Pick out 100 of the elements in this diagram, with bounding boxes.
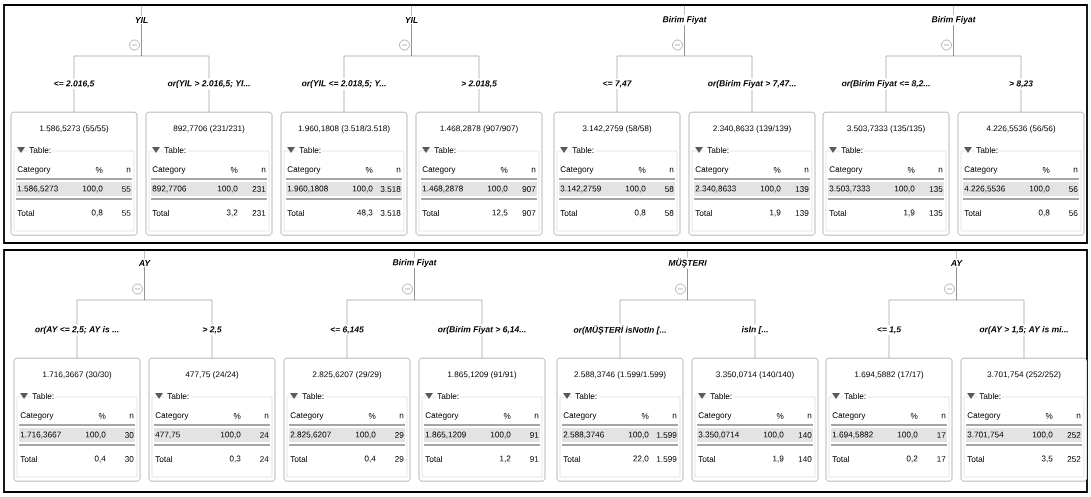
row-value: Total — [20, 456, 37, 462]
edge-label: isIn [... — [740, 324, 770, 336]
node-summary: 1.694,5882 (17/17) — [855, 371, 924, 379]
row-value: 58 — [665, 186, 674, 192]
row-value: 1.960,1808 — [287, 185, 328, 193]
row-value: 22,0 — [633, 455, 649, 463]
row-value: 55 — [122, 186, 131, 192]
column-header: n — [264, 413, 269, 419]
leaf-box — [556, 358, 684, 482]
column-header: % — [365, 167, 373, 173]
row-value: 477,75 — [155, 431, 180, 439]
leaf-box — [553, 112, 681, 236]
column-header: Category — [967, 412, 1001, 420]
row-value: 100,0 — [625, 185, 646, 193]
edge-label: > 2,5 — [200, 324, 224, 336]
row-value: 100,0 — [490, 431, 511, 439]
column-header: % — [776, 413, 784, 419]
column-header: Category — [964, 166, 998, 174]
branch-line — [687, 268, 756, 359]
row-value: 3.701,754 — [967, 431, 1004, 439]
leaf-box — [148, 358, 276, 482]
row-value: 100,0 — [487, 185, 508, 193]
row-value: 0,2 — [906, 455, 918, 463]
row-value: 3.350,0714 — [698, 431, 739, 439]
edge-label: <= 1,5 — [875, 324, 903, 336]
row-value: 1.694,5882 — [832, 431, 873, 439]
split-label: Birim Fiyat — [392, 259, 437, 267]
column-header: n — [1073, 167, 1078, 173]
table-caption: Table: — [571, 146, 596, 154]
table-caption: Table: — [975, 146, 1000, 154]
row-value: 17 — [937, 432, 946, 438]
row-value: Total — [425, 456, 442, 462]
column-header: Category — [698, 412, 732, 420]
row-value: 2.340,8633 — [695, 185, 736, 193]
row-value: 29 — [395, 432, 404, 438]
column-header: % — [95, 167, 103, 173]
leaf-box — [418, 358, 546, 482]
branch-line — [414, 267, 483, 359]
row-value: 1.468,2878 — [422, 185, 463, 193]
row-value: 135 — [929, 186, 943, 192]
row-value: 17 — [937, 456, 946, 462]
row-value: 907 — [522, 210, 536, 216]
column-header: % — [773, 167, 781, 173]
row-value: 1.586,5273 — [17, 185, 58, 193]
table-caption: Table: — [301, 392, 326, 400]
row-value: 1,9 — [770, 209, 781, 217]
row-value: Total — [422, 210, 439, 216]
leaf-box — [415, 112, 543, 236]
row-value: 4.226,5536 — [964, 185, 1005, 193]
column-header: % — [907, 167, 915, 173]
row-value: 100,0 — [760, 185, 781, 193]
row-value: 24 — [260, 456, 269, 462]
row-value: 0,8 — [1038, 209, 1050, 217]
row-value: 100,0 — [82, 185, 103, 193]
row-value: 3,2 — [226, 209, 238, 217]
row-value: 91 — [530, 432, 539, 438]
column-header: Category — [695, 166, 729, 174]
node-summary: 1.468,2878 (907/907) — [440, 125, 518, 133]
column-header: n — [399, 413, 404, 419]
row-value: Total — [698, 456, 715, 462]
column-header: % — [1042, 167, 1050, 173]
row-value: Total — [152, 210, 169, 216]
node-summary: 3.701,754 (252/252) — [987, 371, 1061, 379]
edge-label: > 8,23 — [1007, 78, 1035, 90]
edge-label: or(Birim Fiyat > 7,47... — [706, 78, 798, 90]
row-value: Total — [563, 456, 580, 462]
row-value: 140 — [798, 456, 812, 462]
table-caption: Table: — [31, 392, 56, 400]
edge-label: or(Birim Fiyat <= 8,2... — [840, 78, 932, 90]
row-value: 140 — [798, 432, 812, 438]
column-header: n — [129, 413, 134, 419]
row-value: 100,0 — [1029, 185, 1050, 193]
row-value: 100,0 — [894, 185, 915, 193]
row-value: 3.142,2759 — [560, 185, 601, 193]
row-value: Total — [832, 456, 849, 462]
split-label: YIL — [405, 17, 418, 23]
edge-label: or(YIL > 2.016,5; YI... — [166, 78, 252, 90]
column-header: % — [503, 413, 511, 419]
table-caption: Table: — [163, 146, 188, 154]
leaf-box — [13, 358, 141, 482]
branch-line — [684, 24, 753, 113]
leaf-box — [10, 112, 138, 236]
edge-label: or(YIL <= 2.018,5; Y... — [300, 78, 388, 90]
row-value: 100,0 — [897, 431, 918, 439]
row-value: 29 — [395, 456, 404, 462]
column-header: Category — [155, 412, 189, 420]
leaf-box — [145, 112, 273, 236]
column-header: n — [531, 167, 536, 173]
split-label: Birim Fiyat — [662, 16, 707, 24]
row-value: 3,5 — [1041, 455, 1053, 463]
edge-label: <= 7,47 — [601, 78, 633, 90]
row-value: 12,5 — [492, 209, 508, 217]
row-value: 55 — [122, 210, 131, 216]
edge-label: or(AY > 1,5; AY is mi... — [977, 324, 1071, 336]
row-value: 30 — [125, 456, 134, 462]
row-value: 91 — [530, 456, 539, 462]
column-header: % — [500, 167, 508, 173]
row-value: 0,4 — [94, 455, 106, 463]
row-value: 1,9 — [773, 455, 784, 463]
column-header: % — [1045, 413, 1053, 419]
